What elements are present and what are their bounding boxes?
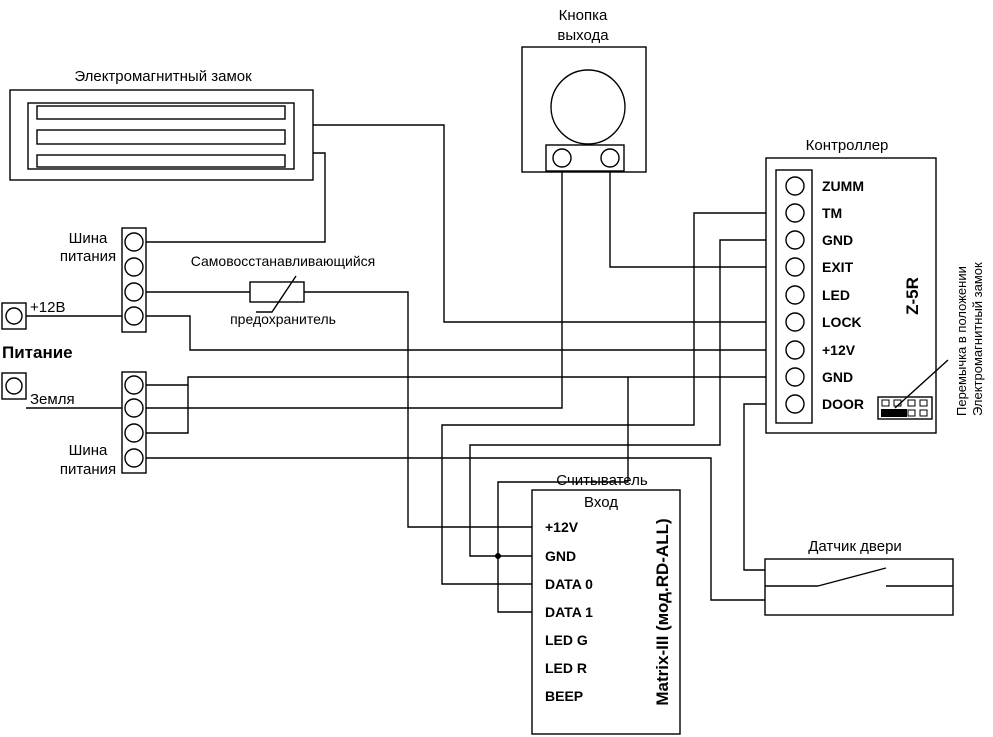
controller-pins xyxy=(785,176,805,414)
pin-lock xyxy=(785,312,805,332)
exit-terminal-right xyxy=(600,148,620,168)
bus-top-pin-4 xyxy=(124,306,144,326)
controller-title: Контроллер xyxy=(806,137,889,154)
bus-top-pin-2 xyxy=(124,257,144,277)
reader-model: Matrix-III (мод.RD-ALL) xyxy=(653,518,672,705)
pin-label-zumm: ZUMM xyxy=(822,178,864,194)
bus-top-label-line1: Шина xyxy=(69,230,108,247)
exit-button-knob xyxy=(550,69,626,145)
wire-junction xyxy=(495,553,501,559)
fuse-label-top: Самовосстанавливающийся xyxy=(191,253,376,269)
exit-terminal-left xyxy=(552,148,572,168)
exit-button-title-line1: Кнопка xyxy=(559,7,608,24)
pin-label-door: DOOR xyxy=(822,396,864,412)
reader-pin-beep: BEEP xyxy=(545,688,583,704)
bus-top-pin-1 xyxy=(124,232,144,252)
pin-exit xyxy=(785,257,805,277)
pin-12v xyxy=(785,340,805,360)
pin-label-gnd-1: GND xyxy=(822,232,853,248)
reader-pin-led-g: LED G xyxy=(545,632,588,648)
ground-label: Земля xyxy=(30,391,75,408)
reader-pin-data1: DATA 1 xyxy=(545,604,593,620)
power-bus-top: Шина питания xyxy=(60,227,147,333)
bus-bottom-label-line2: питания xyxy=(60,461,116,478)
pin-gnd-1 xyxy=(785,230,805,250)
ground-terminal xyxy=(5,377,23,395)
pin-gnd-2 xyxy=(785,367,805,387)
jumper-note-line2: Электромагнитный замок xyxy=(970,262,985,416)
jumper-block xyxy=(877,359,949,420)
fuse-label-bottom: предохранитель xyxy=(230,311,336,327)
pin-label-lock: LOCK xyxy=(822,314,862,330)
resettable-fuse: Самовосстанавливающийся предохранитель xyxy=(191,253,376,327)
reader-pin-gnd: GND xyxy=(545,548,576,564)
bus-top-pin-3 xyxy=(124,282,144,302)
power-title: Питание xyxy=(2,343,73,362)
door-sensor: Датчик двери xyxy=(764,538,954,616)
pin-label-12v: +12V xyxy=(822,342,856,358)
jumper-note-line1: Перемычка в положении xyxy=(954,266,969,416)
reader-pin-data0: DATA 0 xyxy=(545,576,593,592)
bus-top-label-line2: питания xyxy=(60,248,116,265)
power-input: +12В Питание Земля xyxy=(1,299,75,408)
electromagnetic-lock: Электромагнитный замок xyxy=(9,68,314,181)
pin-label-led: LED xyxy=(822,287,850,303)
reader-input-label: Вход xyxy=(584,494,618,511)
bus-bottom-pin-2 xyxy=(124,398,144,418)
plus-12v-terminal xyxy=(5,307,23,325)
reader: Считыватель Вход +12V GND DATA 0 DATA 1 … xyxy=(531,472,681,735)
pin-door xyxy=(785,394,805,414)
door-sensor-title: Датчик двери xyxy=(808,538,902,555)
wires xyxy=(26,124,782,613)
reader-pin-led-r: LED R xyxy=(545,660,587,676)
controller: Контроллер ZUMM TM GND EXIT LED LOCK +12… xyxy=(765,137,949,434)
bus-bottom-pin-4 xyxy=(124,448,144,468)
controller-model: Z-5R xyxy=(903,277,922,315)
bus-bottom-label-line1: Шина xyxy=(69,442,108,459)
pin-label-exit: EXIT xyxy=(822,259,854,275)
bus-bottom-pin-3 xyxy=(124,423,144,443)
pin-zumm xyxy=(785,176,805,196)
pin-led xyxy=(785,285,805,305)
pin-label-tm: TM xyxy=(822,205,842,221)
lock-title: Электромагнитный замок xyxy=(74,68,252,85)
power-bus-bottom: Шина питания xyxy=(60,371,147,478)
pin-tm xyxy=(785,203,805,223)
pin-label-gnd-2: GND xyxy=(822,369,853,385)
reader-pin-12v: +12V xyxy=(545,519,579,535)
reader-title: Считыватель xyxy=(556,472,648,489)
exit-button: Кнопка выхода xyxy=(521,7,647,173)
exit-button-title-line2: выхода xyxy=(557,27,609,44)
bus-bottom-pin-1 xyxy=(124,375,144,395)
plus-12v-label: +12В xyxy=(30,299,65,316)
